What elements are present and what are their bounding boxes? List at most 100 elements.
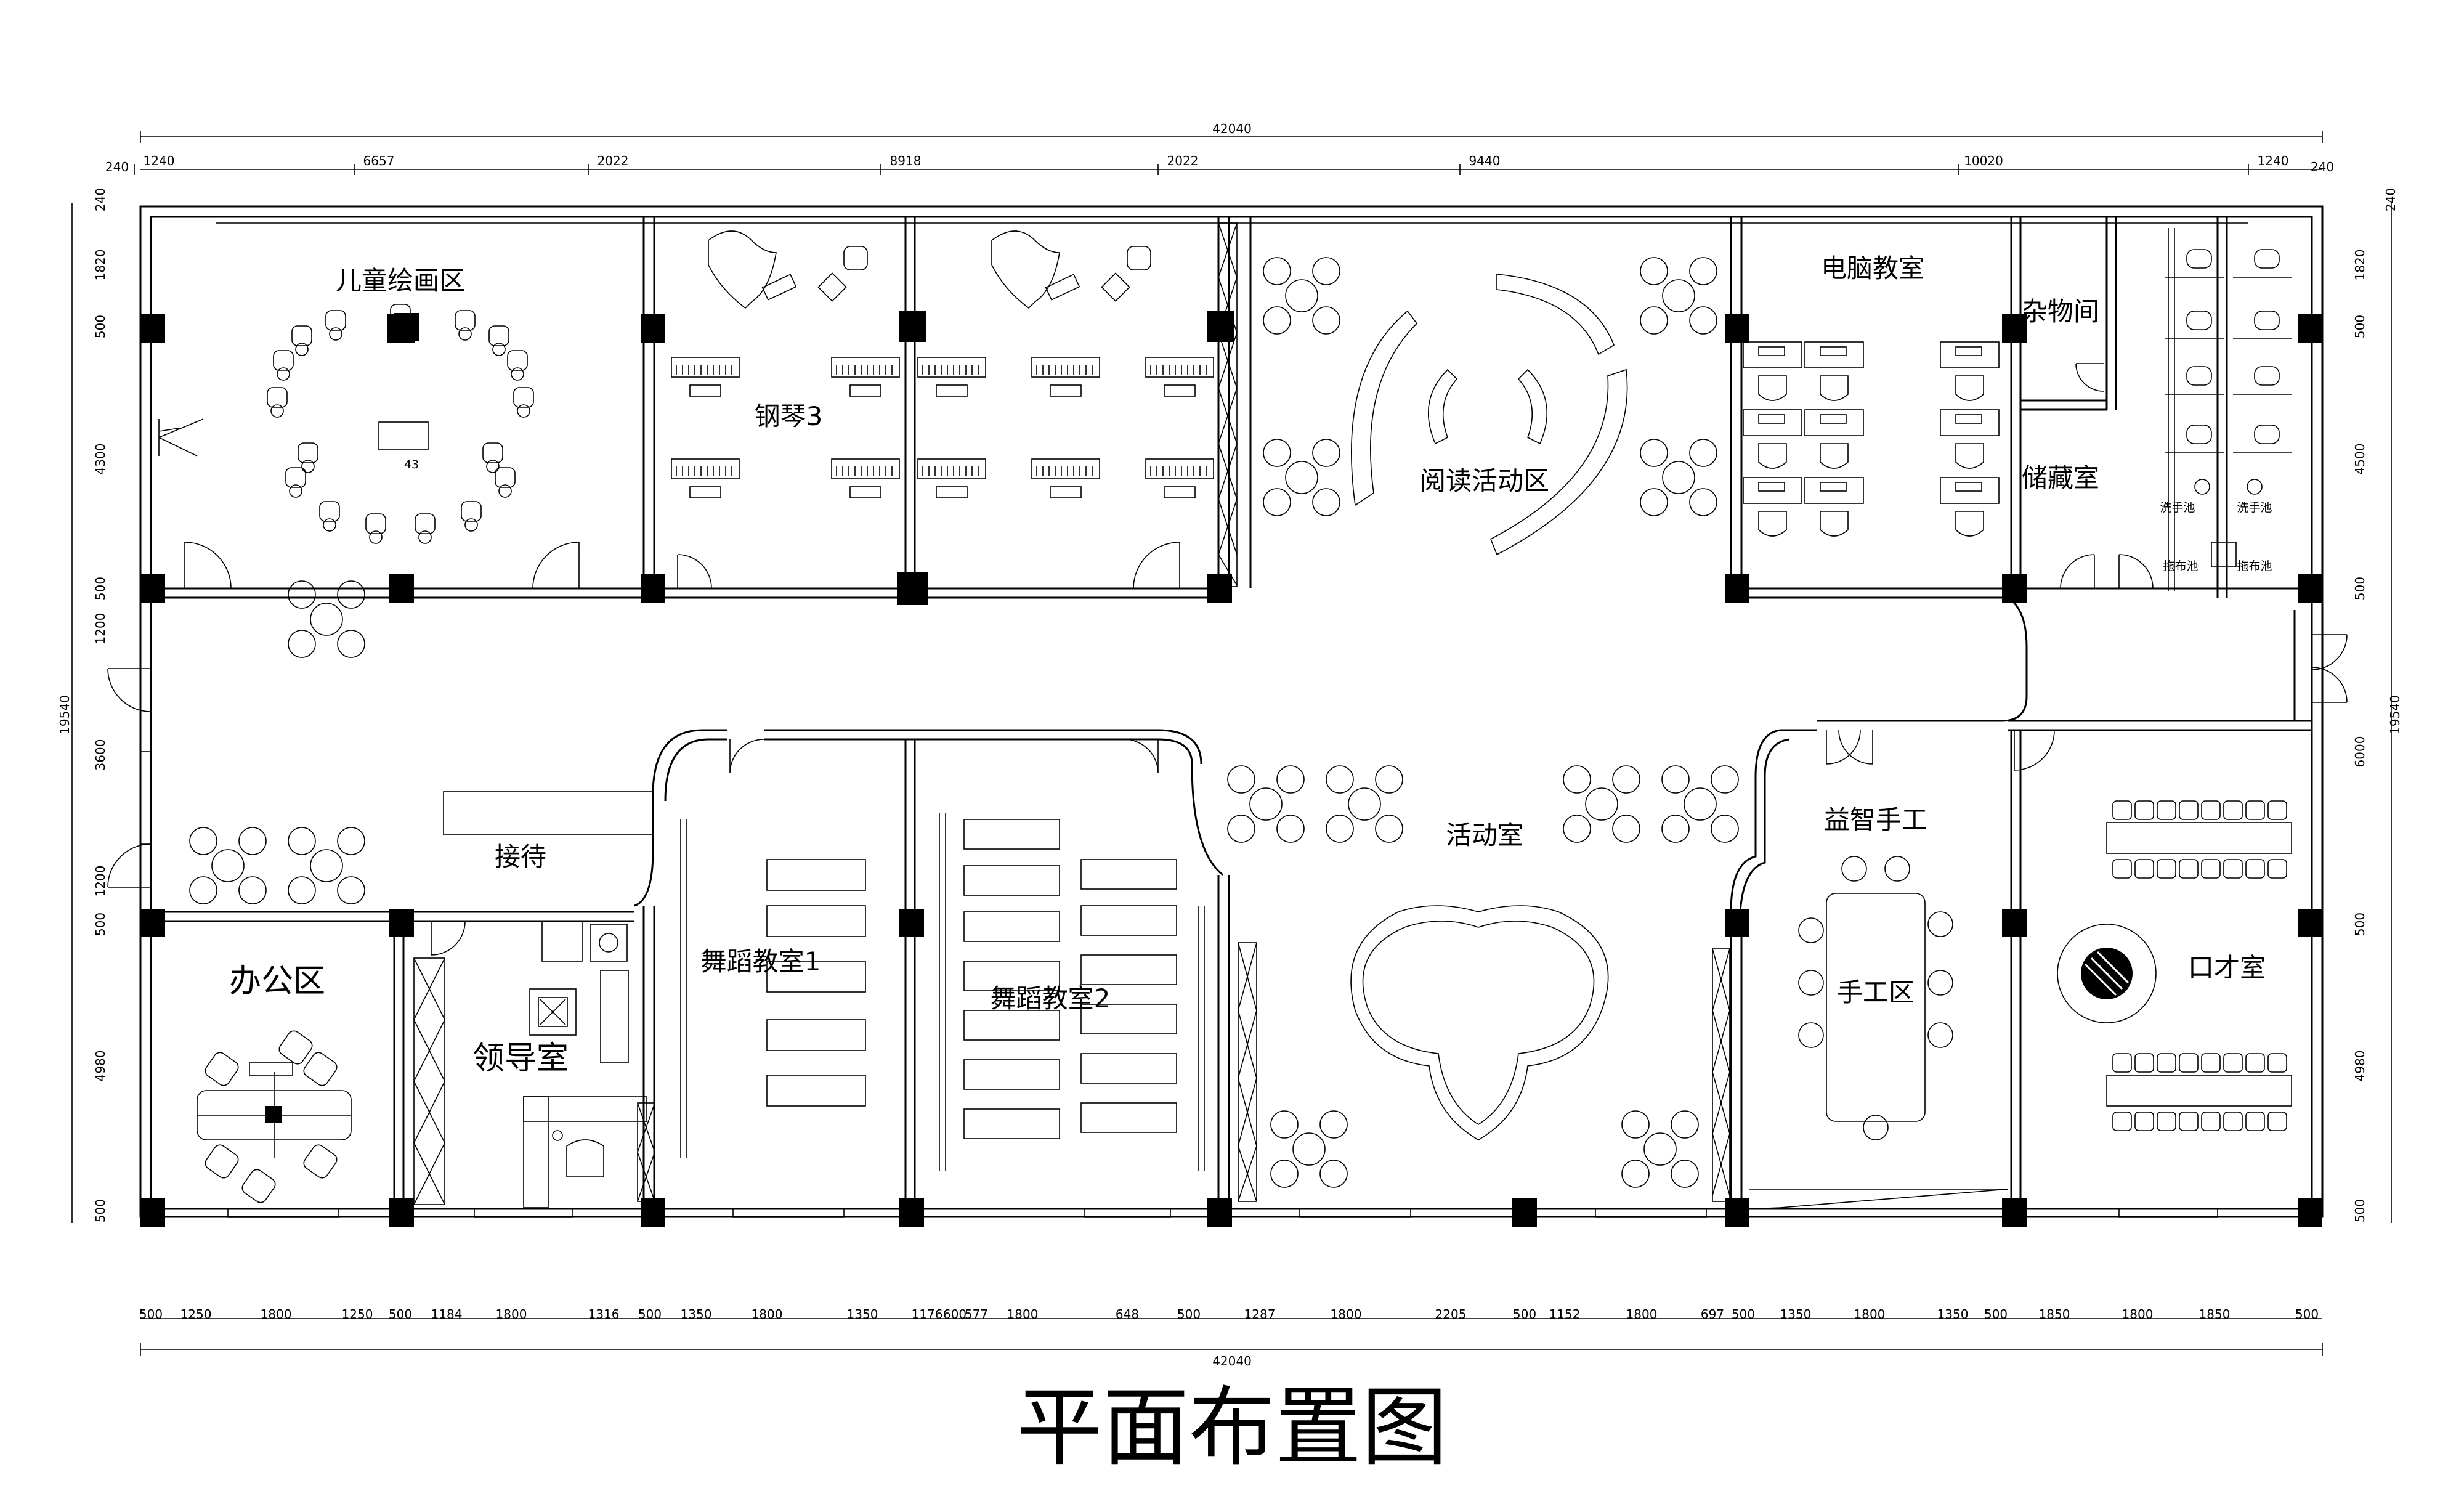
dim-bottom-29: 500 <box>1984 1307 2008 1322</box>
upright-piano-icon <box>917 458 986 479</box>
dim-top-edge-right: 240 <box>2311 160 2334 174</box>
room-label-eloquence: 口才室 <box>2188 953 2266 983</box>
washroom-fixtures <box>2165 228 2292 591</box>
office-chair <box>303 1052 338 1086</box>
dim-bottom-23: 1800 <box>1626 1307 1658 1322</box>
dance-mat <box>766 905 866 937</box>
office-chair <box>303 1144 338 1179</box>
dim-bottom-2: 1800 <box>261 1307 292 1322</box>
computer-desk <box>1804 341 1864 368</box>
table-number-label: 43 <box>404 458 419 471</box>
dim-bottom-11: 1350 <box>847 1307 878 1322</box>
dance-mat <box>963 1010 1060 1041</box>
room-label-puzzle-craft: 益智手工 <box>1824 805 1927 835</box>
easel-icon <box>158 418 204 457</box>
dim-bottom-27: 1800 <box>1854 1307 1886 1322</box>
dim-bottom-17: 500 <box>1177 1307 1201 1322</box>
drawing-title: 平面布置图 <box>1016 1378 1448 1478</box>
office-chair <box>205 1052 239 1086</box>
dim-right-5: 500 <box>2353 912 2367 936</box>
computer-desk <box>1743 341 1802 368</box>
round-table <box>1285 461 1318 494</box>
child-chair <box>319 501 340 522</box>
dance-mat <box>1080 1053 1177 1084</box>
dance-mat <box>963 911 1060 942</box>
craft-chair <box>1927 970 1953 996</box>
dim-top-6: 10020 <box>1964 153 2003 168</box>
dance-mat <box>963 819 1060 850</box>
dim-left-5: 3600 <box>93 739 108 771</box>
computer-desk <box>1804 409 1864 436</box>
dim-left-8: 4980 <box>93 1051 108 1082</box>
round-table <box>310 603 343 636</box>
craft-chair <box>1927 911 1953 937</box>
dimension-labels: 42040 42040 240 240 240 240 19540 19540 … <box>57 121 2402 1368</box>
dim-top-5: 9440 <box>1469 153 1501 168</box>
round-table <box>1662 279 1695 312</box>
dim-left-total: 19540 <box>57 695 72 734</box>
dim-bottom-4: 500 <box>389 1307 412 1322</box>
upright-piano-icon <box>671 458 740 479</box>
dim-right-3: 500 <box>2353 577 2367 600</box>
toilet-icon <box>2254 249 2280 269</box>
dim-bottom-0: 500 <box>139 1307 163 1322</box>
child-chair <box>513 387 534 408</box>
child-chair <box>507 350 528 371</box>
dim-top-side-right: 240 <box>2383 188 2398 211</box>
office-chair <box>241 1169 276 1203</box>
dim-right-7: 500 <box>2353 1199 2367 1222</box>
piano-furniture <box>671 230 1214 498</box>
round-table <box>310 849 343 882</box>
dim-bottom-28: 1350 <box>1937 1307 1969 1322</box>
dim-right-total: 19540 <box>2388 695 2402 734</box>
craft-chair <box>1863 1115 1889 1140</box>
craft-chair <box>1841 856 1867 882</box>
dance-mat <box>766 1019 866 1051</box>
round-table <box>1585 787 1618 821</box>
round-table <box>1249 787 1283 821</box>
dim-bottom-10: 1800 <box>752 1307 783 1322</box>
dance-mat <box>963 961 1060 991</box>
room-label-reading: 阅读活动区 <box>1420 466 1549 496</box>
dim-right-0: 1820 <box>2353 250 2367 281</box>
structural-columns <box>140 311 2322 1227</box>
dim-bottom-26: 1350 <box>1780 1307 1812 1322</box>
toilet-icon <box>2186 249 2212 269</box>
dim-bottom-19: 1800 <box>1331 1307 1362 1322</box>
dim-bottom-7: 1316 <box>588 1307 620 1322</box>
dim-bottom-5: 1184 <box>431 1307 463 1322</box>
outer-walls <box>139 205 2324 1218</box>
dim-right-6: 4980 <box>2353 1051 2367 1082</box>
dim-right-4: 6000 <box>2353 736 2367 768</box>
craft-chair <box>1884 856 1910 882</box>
upright-piano-icon <box>831 357 900 378</box>
dance-mat <box>963 1059 1060 1090</box>
dance-mat <box>766 961 866 993</box>
upright-piano-icon <box>831 458 900 479</box>
room-label-reception: 接待 <box>495 842 546 872</box>
dance-mat <box>766 859 866 891</box>
room-label-dance-1: 舞蹈教室1 <box>701 946 821 977</box>
interior-walls <box>151 217 2312 1209</box>
child-chair <box>461 501 482 522</box>
upright-piano-icon <box>1145 357 1214 378</box>
doors <box>107 363 2348 956</box>
room-label-computer: 电脑教室 <box>1821 253 1924 283</box>
dim-top-side-left: 240 <box>93 188 108 211</box>
round-table <box>1285 279 1318 312</box>
label-wash-basin-2: 洗手池 <box>2237 501 2272 514</box>
label-mop-sink-1: 拖布池 <box>2163 559 2198 573</box>
dim-bottom-3: 1250 <box>342 1307 373 1322</box>
dim-top-7: 1240 <box>2258 153 2289 168</box>
dim-bottom-16: 648 <box>1116 1307 1139 1322</box>
grand-piano-icon <box>708 230 777 309</box>
round-table <box>1643 1132 1677 1166</box>
dim-bottom-8: 500 <box>638 1307 662 1322</box>
dim-bottom-30: 1850 <box>2039 1307 2070 1322</box>
computer-desk <box>1940 409 2000 436</box>
upright-piano-icon <box>1031 357 1100 378</box>
room-label-children-drawing: 儿童绘画区 <box>336 266 465 296</box>
round-table <box>1292 1132 1326 1166</box>
dim-bottom-31: 1800 <box>2122 1307 2154 1322</box>
room-label-dance-2: 舞蹈教室2 <box>991 983 1111 1014</box>
